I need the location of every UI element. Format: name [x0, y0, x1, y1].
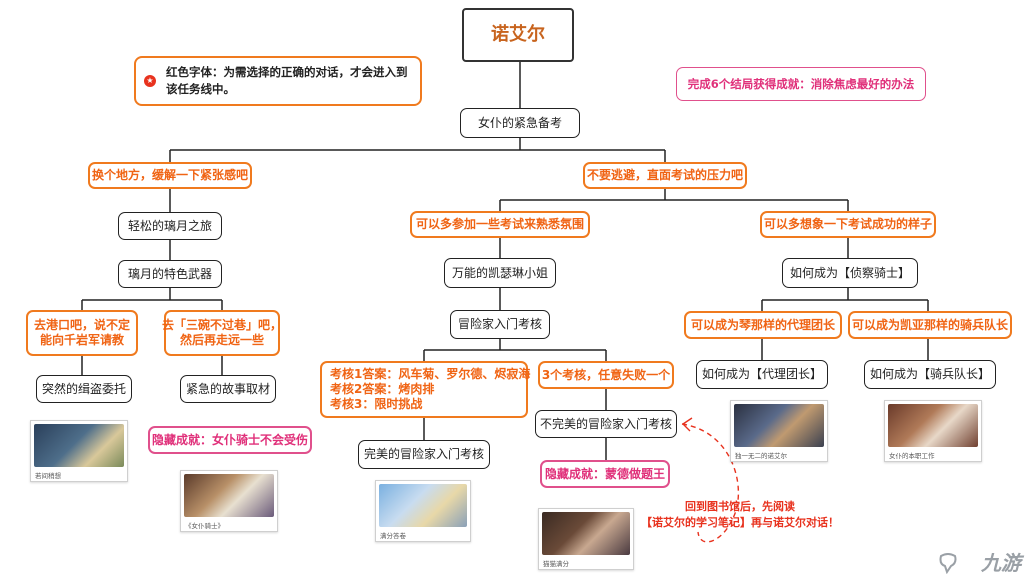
legend-note-line2: 该任务线中。: [166, 82, 235, 96]
middle-ending-a: 完美的冒险家入门考核: [358, 440, 490, 469]
thumb-middle-a-image: [379, 484, 467, 527]
right-choice-b: 可以成为凯亚那样的骑兵队长: [848, 311, 1012, 339]
left-hidden-achievement: 隐藏成就：女仆骑士不会受伤: [148, 426, 312, 454]
right-choice-a: 可以成为琴那样的代理团长: [684, 311, 842, 339]
middle-step1: 万能的凯瑟琳小姐: [444, 258, 556, 288]
middle-hint-line2: 【诺艾尔的学习笔记】再与诺艾尔对话！: [641, 515, 839, 529]
left-choice-b: 去「三碗不过巷」吧， 然后再走远一些: [162, 310, 283, 356]
legend-note-line1: 红色字体：为需选择的正确的对话，才会进入到: [166, 64, 408, 79]
thumb-right-a-caption: 独一无二的诺艾尔: [735, 452, 787, 460]
title-node: 诺艾尔: [462, 8, 574, 62]
legend-note: ★ 红色字体：为需选择的正确的对话，才会进入到 该任务线中。: [134, 56, 422, 106]
watermark-text: 九游: [981, 551, 1021, 575]
left-choice-b-line2: 然后再走远一些: [179, 333, 264, 347]
thumb-middle-a: 满分答卷: [375, 480, 471, 542]
thumb-right-b-caption: 女仆的本职工作: [889, 452, 935, 460]
middle-hint-note: 回到图书馆后，先阅读 【诺艾尔的学习笔记】再与诺艾尔对话！: [640, 499, 840, 531]
thumb-left-b: 《女仆骑士》: [180, 470, 278, 532]
middle-hidden-achievement: 隐藏成就：蒙德做题王: [540, 460, 670, 488]
star-icon: ★: [144, 75, 156, 87]
thumb-right-a: 独一无二的诺艾尔: [730, 400, 828, 462]
left-step2: 璃月的特色武器: [118, 260, 222, 288]
legend-note-text: 红色字体：为需选择的正确的对话，才会进入到 该任务线中。: [166, 64, 408, 99]
thumb-middle-b-caption: 猫猫满分: [543, 560, 569, 568]
right-step1: 如何成为【侦察骑士】: [782, 258, 918, 288]
middle-answers-line3: 考核3：限时挑战: [330, 397, 423, 411]
middle-answers-line1: 考核1答案：风车菊、罗尔德、烬寂海: [330, 367, 531, 381]
root-node: 女仆的紧急备考: [460, 108, 580, 138]
left-choice-a: 去港口吧，说不定 能向千岩军请教: [26, 310, 138, 356]
left-choice-b-line1: 去「三碗不过巷」吧，: [162, 318, 283, 332]
right-ending-b: 如何成为【骑兵队长】: [864, 360, 996, 389]
middle-ending-b: 不完美的冒险家入门考核: [535, 410, 677, 438]
middle-answers-line2: 考核2答案：烤肉排: [330, 382, 435, 396]
thumb-middle-b: 猫猫满分: [538, 508, 634, 570]
choice-right: 不要逃避，直面考试的压力吧: [583, 162, 747, 189]
left-choice-a-line2: 能向千岩军请教: [39, 333, 124, 347]
right-choice: 可以多想象一下考试成功的样子: [760, 211, 936, 238]
thumb-left-a-caption: 若间稍想: [35, 472, 61, 480]
right-ending-a: 如何成为【代理团长】: [696, 360, 828, 389]
left-choice-a-line1: 去港口吧，说不定: [33, 318, 130, 332]
middle-step2: 冒险家入门考核: [450, 310, 550, 339]
thumb-right-b: 女仆的本职工作: [884, 400, 982, 462]
thumb-middle-a-caption: 满分答卷: [380, 532, 406, 540]
left-ending-b: 紧急的故事取材: [180, 375, 276, 403]
choice-left: 换个地方，缓解一下紧张感吧: [88, 162, 252, 189]
left-ending-a: 突然的缉盗委托: [36, 375, 132, 403]
thumb-middle-b-image: [542, 512, 630, 555]
watermark-logo-icon: [939, 553, 957, 574]
thumb-left-a-image: [34, 424, 124, 467]
middle-fail-choice: 3个考核，任意失败一个: [538, 361, 674, 389]
middle-hint-line1: 回到图书馆后，先阅读: [685, 500, 795, 513]
thumb-right-b-image: [888, 404, 978, 447]
thumb-right-a-image: [734, 404, 824, 447]
middle-answers: 考核1答案：风车菊、罗尔德、烬寂海 考核2答案：烤肉排 考核3：限时挑战: [320, 361, 531, 418]
thumb-left-a: 若间稍想: [30, 420, 128, 482]
achievement-note: 完成6个结局获得成就：消除焦虑最好的办法: [676, 67, 926, 101]
thumb-left-b-caption: 《女仆骑士》: [185, 522, 224, 530]
thumb-left-b-image: [184, 474, 274, 517]
left-step1: 轻松的璃月之旅: [118, 212, 222, 240]
middle-choice: 可以多参加一些考试来熟悉氛围: [410, 211, 590, 238]
